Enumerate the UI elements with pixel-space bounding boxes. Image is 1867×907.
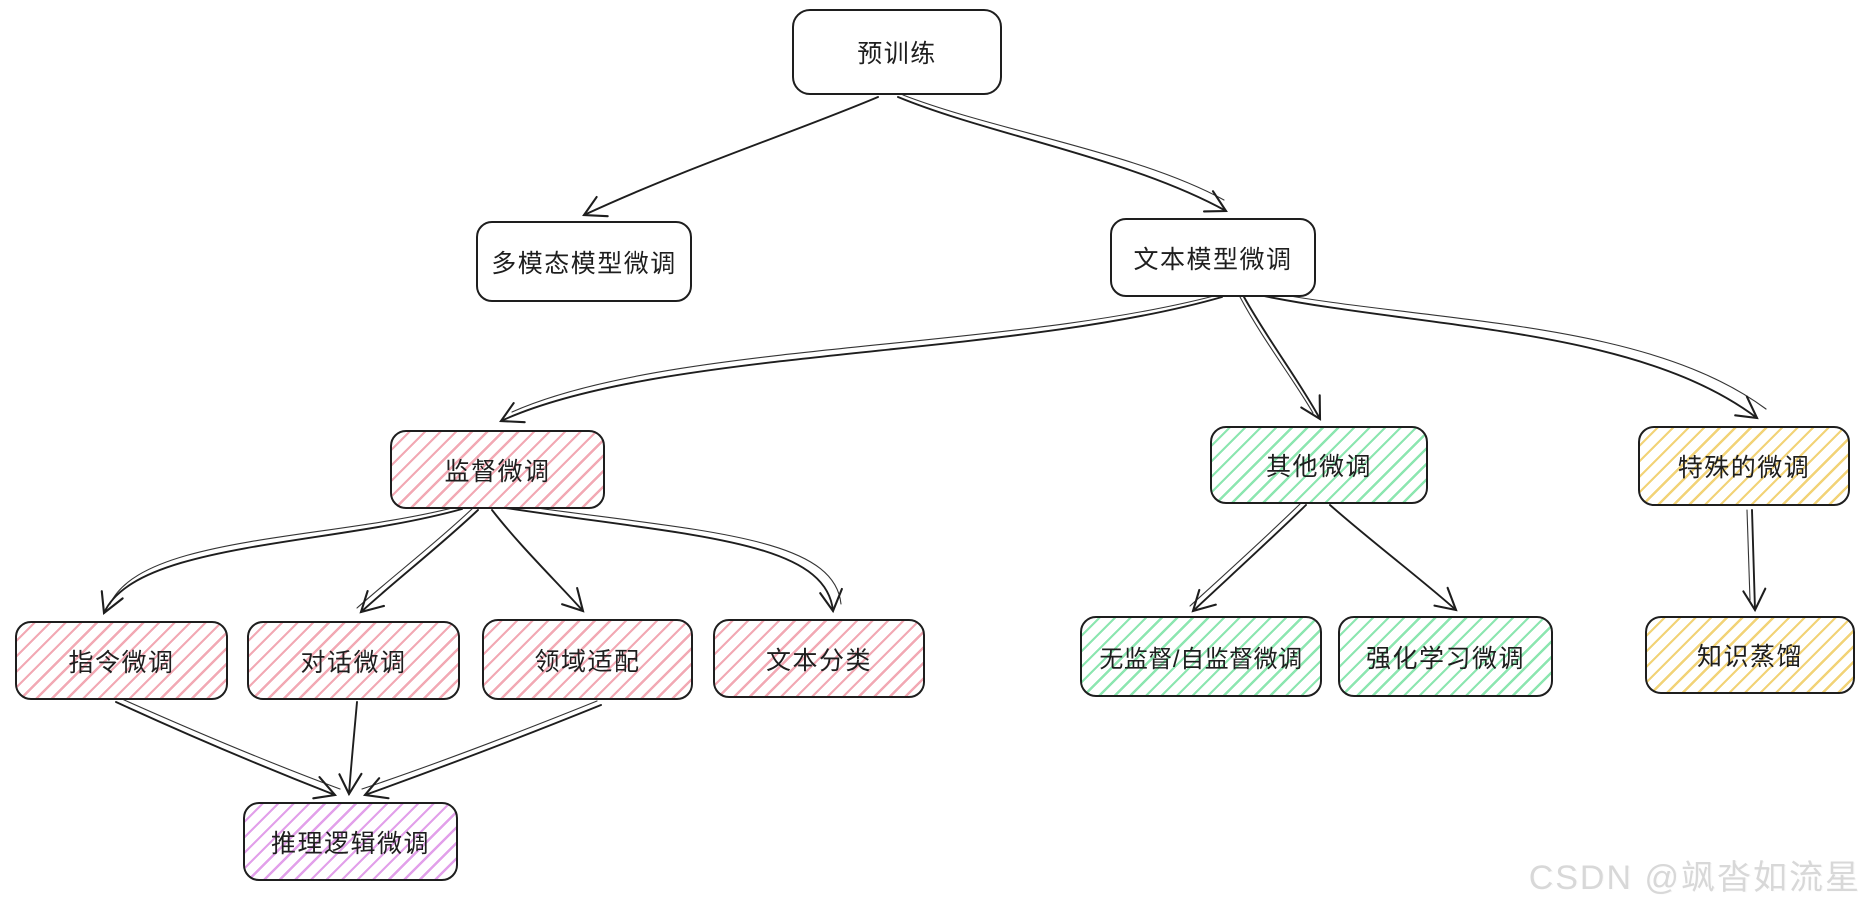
- node-supervised-finetune: 监督微调: [390, 430, 605, 509]
- edge-supervised-instruction-sketch: [109, 505, 461, 605]
- edge-textmodel-supervised-sketch: [511, 292, 1226, 413]
- edge-other-rl: [1329, 504, 1458, 612]
- edge-other-unsupervised-sketch: [1189, 502, 1302, 607]
- node-pretrain: 预训练: [792, 9, 1002, 95]
- edge-supervised-textclass-sketch: [507, 503, 842, 605]
- node-other-label: 其他微调: [1265, 453, 1372, 481]
- node-dialogue-finetune: 对话微调: [247, 621, 460, 700]
- edge-instruction-reasoning: [115, 701, 338, 800]
- edge-textmodel-special-sketch: [1255, 289, 1767, 410]
- edge-instruction-reasoning-sketch: [121, 698, 341, 790]
- edge-textmodel-supervised: [499, 296, 1223, 424]
- node-domain-label: 领域适配: [534, 647, 641, 676]
- node-special-finetune: 特殊的微调: [1638, 426, 1850, 506]
- node-textmodel-label: 文本模型微调: [1133, 245, 1293, 274]
- edge-textmodel-other-sketch: [1239, 296, 1314, 414]
- node-reasoning-finetune: 推理逻辑微调: [243, 802, 458, 881]
- node-special-label: 特殊的微调: [1677, 454, 1811, 482]
- node-distill-label: 知识蒸馏: [1696, 643, 1803, 671]
- node-text-classification: 文本分类: [713, 619, 925, 698]
- edge-dialogue-reasoning: [338, 701, 363, 797]
- edge-domain-reasoning: [362, 704, 602, 800]
- edge-pretrain-multimodal: [582, 96, 879, 218]
- node-domain-adaptation: 领域适配: [482, 619, 693, 700]
- node-rl-finetune: 强化学习微调: [1338, 616, 1553, 697]
- edge-pretrain-textmodel-sketch: [902, 94, 1225, 201]
- node-rl-label: 强化学习微调: [1365, 644, 1525, 673]
- edge-textmodel-special: [1253, 293, 1759, 420]
- edge-domain-reasoning-sketch: [361, 700, 598, 790]
- edge-supervised-textclass: [505, 507, 843, 614]
- node-textmodel-finetune: 文本模型微调: [1110, 218, 1316, 297]
- edge-pretrain-textmodel: [897, 96, 1228, 213]
- node-supervised-label: 监督微调: [444, 457, 551, 486]
- edge-supervised-dialogue: [359, 509, 479, 614]
- edge-supervised-dialogue-sketch: [356, 507, 474, 609]
- edge-textmodel-other: [1243, 296, 1322, 421]
- node-multimodal-finetune: 多模态模型微调: [476, 221, 692, 302]
- edge-special-distill-sketch: [1746, 509, 1751, 601]
- edge-supervised-domain: [491, 509, 585, 613]
- node-instruction-label: 指令微调: [68, 648, 175, 677]
- node-reasoning-label: 推理逻辑微调: [270, 829, 430, 858]
- node-other-finetune: 其他微调: [1210, 426, 1428, 504]
- edge-other-unsupervised: [1191, 504, 1307, 613]
- node-instruction-finetune: 指令微调: [15, 621, 228, 700]
- node-knowledge-distillation: 知识蒸馏: [1645, 616, 1855, 694]
- edge-special-distill: [1742, 509, 1767, 613]
- csdn-watermark: CSDN @飒沓如流星: [1528, 859, 1861, 897]
- edge-supervised-instruction: [100, 508, 463, 615]
- node-dialogue-label: 对话微调: [300, 648, 407, 677]
- node-unsupervised-label: 无监督/自监督微调: [1099, 646, 1303, 673]
- node-textclass-label: 文本分类: [765, 646, 872, 675]
- node-unsupervised-finetune: 无监督/自监督微调: [1080, 616, 1322, 697]
- node-pretrain-label: 预训练: [857, 40, 937, 68]
- node-multimodal-label: 多模态模型微调: [491, 249, 677, 278]
